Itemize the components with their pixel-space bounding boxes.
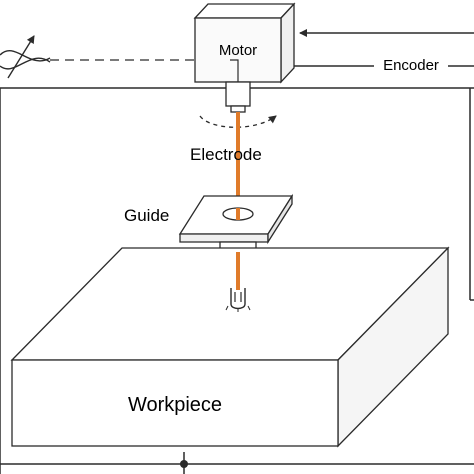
sensor-icon	[0, 35, 51, 79]
encoder-label: Encoder	[383, 57, 439, 74]
motor-block: Motor	[193, 2, 296, 84]
encoder-label-bg	[374, 56, 448, 74]
guide-block: Guide	[124, 193, 294, 253]
guide-label: Guide	[124, 206, 169, 225]
motor-label: Motor	[219, 42, 257, 59]
rotation-icon	[199, 115, 277, 128]
electrode-tip-icon	[225, 288, 251, 312]
workpiece-block: Workpiece	[10, 246, 450, 448]
workpiece-label: Workpiece	[128, 394, 222, 416]
motor-shaft	[225, 81, 251, 113]
electrode-label: Electrode	[190, 145, 262, 164]
